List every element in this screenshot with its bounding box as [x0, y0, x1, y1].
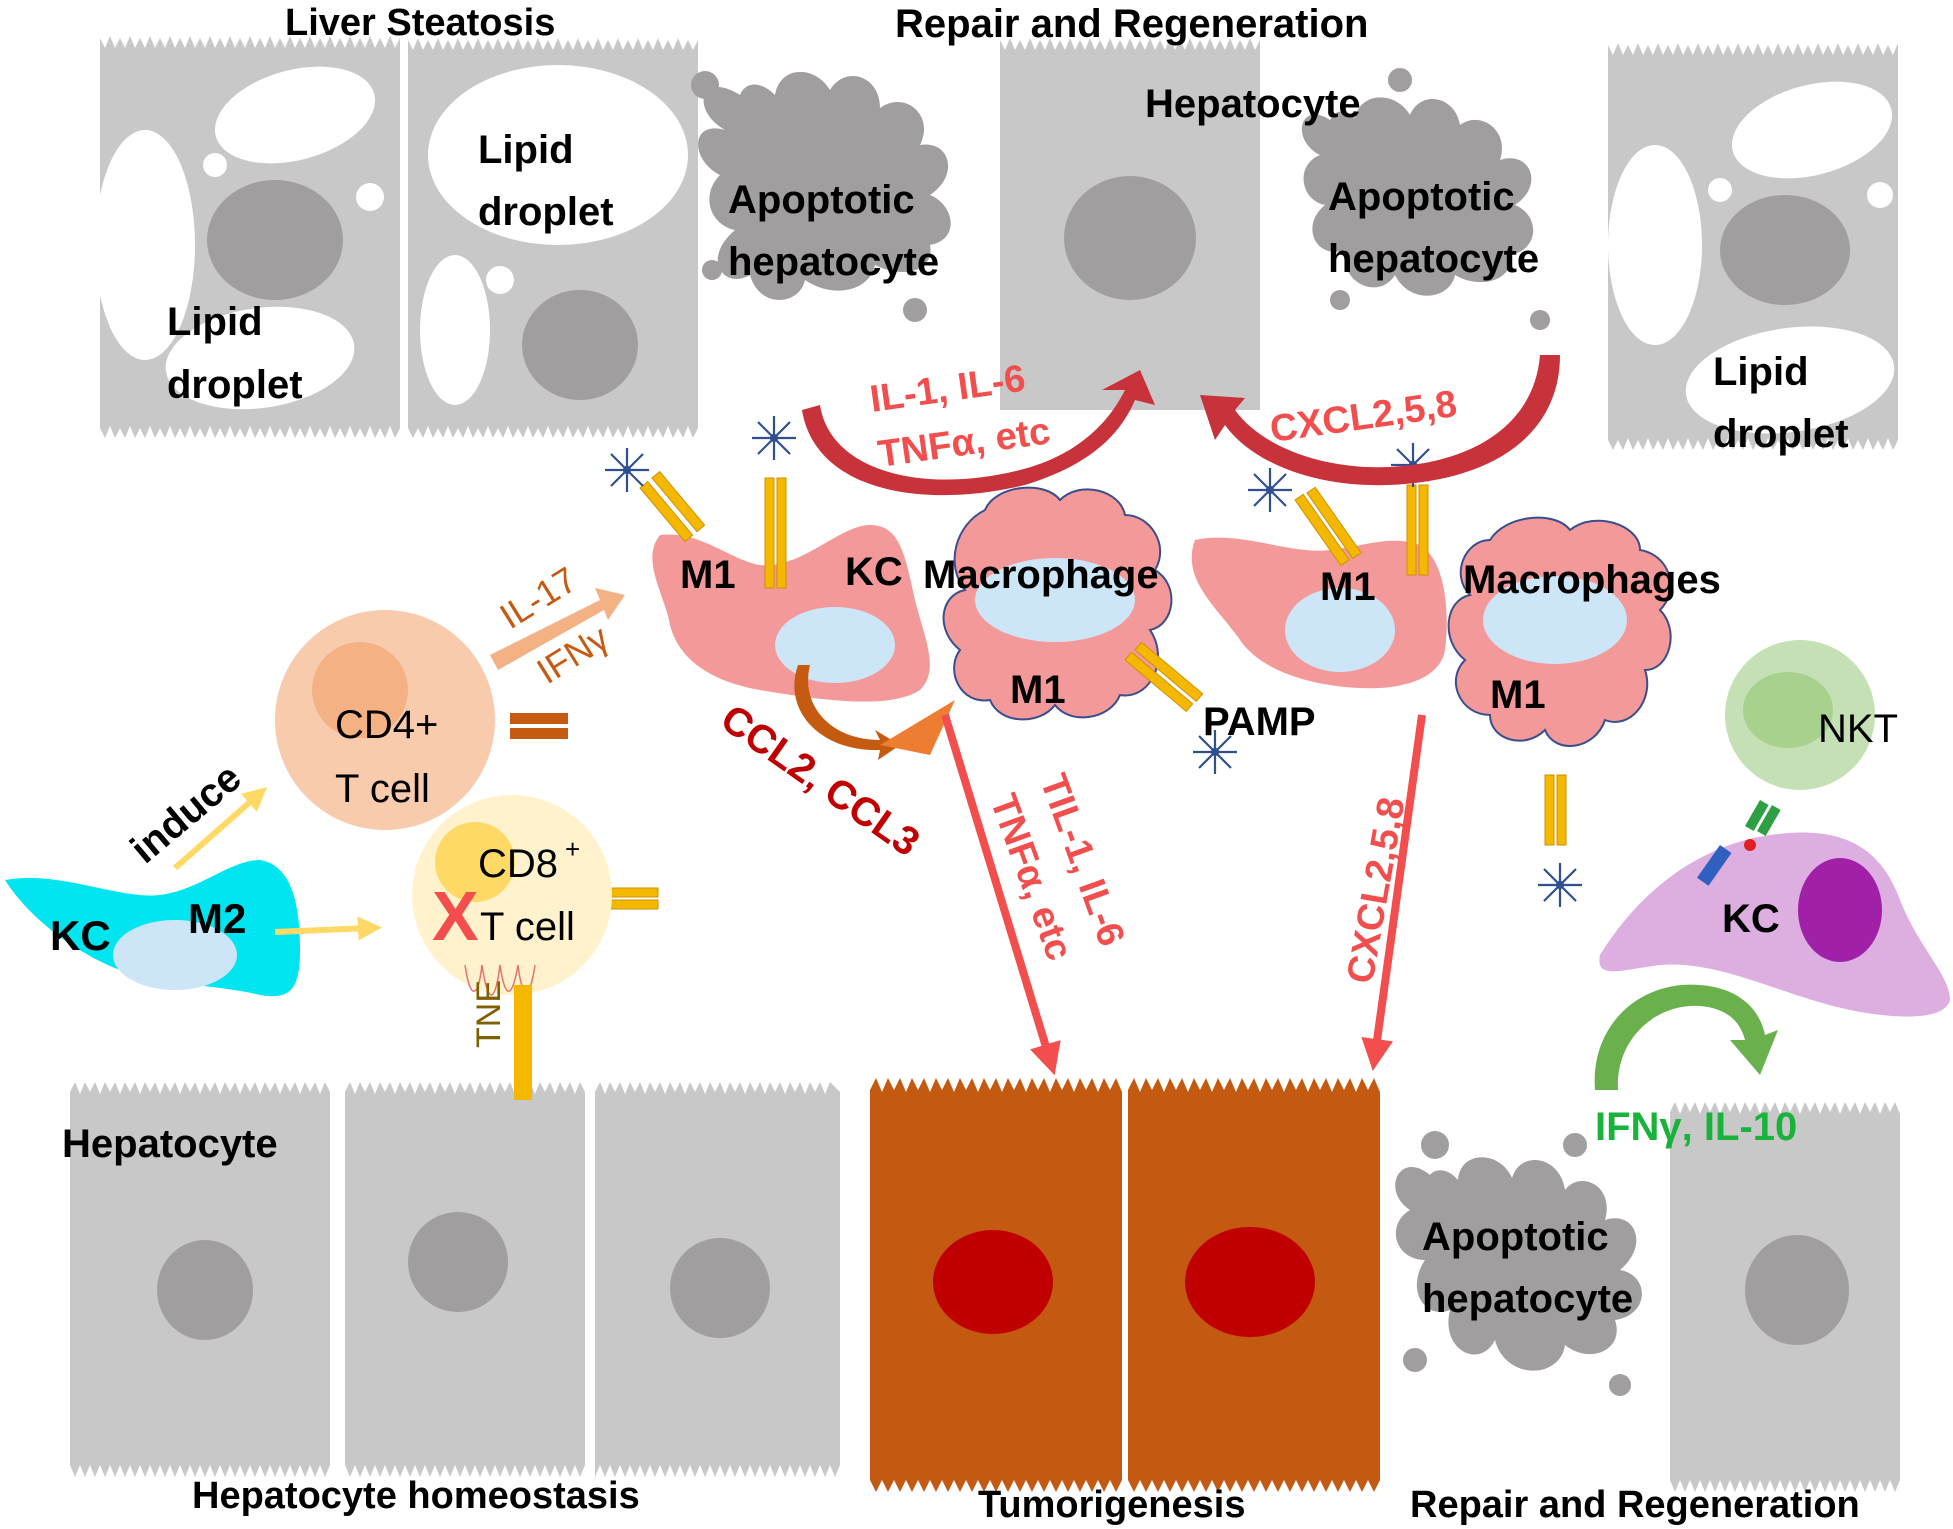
pamp-stars	[605, 416, 1582, 907]
apoptotic-hepatocyte-top-right	[1301, 68, 1550, 330]
label-lipid: Lipid	[1713, 350, 1809, 394]
tne-bar	[514, 985, 532, 1100]
title-repair-top: Repair and Regeneration	[895, 2, 1368, 46]
lipid-droplet	[1685, 326, 1895, 434]
cell-nucleus	[408, 1212, 508, 1312]
label-m1: M1	[1320, 565, 1376, 609]
induce-arrow	[173, 787, 268, 871]
cell-nucleus	[207, 180, 343, 300]
kc-nucleus	[775, 607, 895, 683]
label-lipid: Lipid	[478, 128, 574, 172]
kc-nucleus	[1285, 588, 1395, 672]
receptors	[597, 470, 1567, 910]
label-m1: M1	[1010, 668, 1066, 712]
curved-arrow-il1	[802, 370, 1155, 496]
apoptotic-hepatocyte-bottom	[1395, 1131, 1642, 1396]
m2-cd8-arrow	[274, 916, 382, 941]
ccl-pointer	[880, 700, 955, 755]
mediator-tnfa: TNFα, etc	[875, 410, 1052, 476]
macrophage-nucleus	[1483, 576, 1627, 664]
lipid-droplet	[214, 66, 376, 164]
labels: Liver Steatosis Repair and Regeneration …	[50, 2, 1898, 1526]
lipid-droplet	[486, 266, 514, 294]
lipid-droplet	[1708, 178, 1732, 202]
mediator-cxcl-diag: CXCL2,5,8	[1340, 794, 1414, 986]
lipid-droplet	[1731, 81, 1893, 179]
cell-nucleus	[1064, 176, 1196, 300]
cell-nucleus	[522, 290, 638, 400]
label-cd8-tcell: T cell	[480, 905, 575, 949]
label-apoptotic: Apoptotic	[728, 178, 915, 222]
label-apoptotic: Apoptotic	[1422, 1215, 1609, 1259]
label-cd8-sup: +	[565, 834, 580, 864]
label-pamp: PAMP	[1203, 700, 1316, 744]
label-cd4: CD4+	[335, 703, 438, 747]
label-hepatocyte-top: Hepatocyte	[1145, 82, 1361, 126]
macrophage-nucleus	[975, 558, 1135, 642]
label-kc: KC	[845, 550, 903, 594]
apoptotic-hepatocyte-top-left	[691, 71, 951, 322]
red-arrow-cxcl	[1361, 714, 1426, 1071]
label-droplet: droplet	[167, 363, 303, 407]
mediator-il1: IL-1, IL-6	[867, 358, 1028, 421]
label-kc-m2: KC	[50, 912, 111, 959]
nkt-nucleus	[1743, 672, 1833, 748]
tumor-nucleus	[1185, 1227, 1315, 1337]
cd4-receptor	[510, 713, 568, 739]
lipid-droplet	[420, 255, 490, 405]
label-droplet: droplet	[1713, 412, 1849, 456]
lipid-droplet	[1608, 145, 1702, 345]
label-macrophage: Macrophage	[923, 553, 1159, 597]
red-arrow-til1	[941, 713, 1061, 1076]
kc-purple-nucleus	[1798, 858, 1882, 962]
lipid-droplet	[1867, 182, 1893, 208]
cd8-nucleus	[435, 822, 515, 902]
lipid-droplet	[203, 153, 227, 177]
label-tne: TNE	[470, 980, 508, 1048]
label-apoptotic-hepatocyte: hepatocyte	[728, 240, 939, 284]
label-macrophages: Macrophages	[1463, 558, 1721, 602]
label-cd8: CD8	[478, 842, 558, 886]
label-m1: M1	[680, 553, 736, 597]
lipid-droplet	[428, 65, 688, 245]
lipid-droplet	[95, 130, 195, 360]
label-cd4-tcell: T cell	[335, 767, 430, 811]
title-tumorigenesis: Tumorigenesis	[978, 1484, 1245, 1526]
title-repair-bottom: Repair and Regeneration	[1410, 1484, 1860, 1526]
blocked-x-mark: X	[432, 877, 479, 955]
label-droplet: droplet	[478, 190, 614, 234]
mediator-ifng: IFNγ	[530, 617, 616, 692]
label-hepatocyte-bottom: Hepatocyte	[62, 1122, 278, 1166]
bottom-hepatocyte-row	[70, 1078, 1900, 1492]
mediator-cxcl-top: CXCL2,5,8	[1267, 383, 1459, 451]
nkt-receptor	[1697, 800, 1781, 886]
label-nkt: NKT	[1818, 707, 1898, 751]
cell-nucleus	[1720, 195, 1850, 305]
label-kc-purple: KC	[1722, 897, 1780, 941]
kc-m2-nucleus	[113, 920, 237, 990]
lipid-droplet	[356, 183, 384, 211]
tumor-nucleus	[933, 1230, 1053, 1334]
cell-nucleus	[157, 1240, 253, 1340]
ccl-hook-arrow	[794, 665, 900, 760]
green-curved-arrow	[1594, 984, 1778, 1090]
curved-arrow-cxcl-top	[1200, 355, 1560, 486]
top-hepatocyte-row	[95, 36, 1898, 450]
cell-nucleus	[1745, 1235, 1849, 1345]
lipid-droplet	[165, 306, 355, 410]
title-liver-steatosis: Liver Steatosis	[285, 2, 555, 44]
il17-arrow	[490, 588, 625, 670]
title-homeostasis: Hepatocyte homeostasis	[192, 1475, 640, 1517]
label-apoptotic-hepatocyte: hepatocyte	[1422, 1277, 1633, 1321]
arrows	[173, 355, 1778, 1090]
label-m2: M2	[188, 895, 246, 942]
cell-nucleus	[670, 1238, 770, 1338]
label-lipid: Lipid	[167, 300, 263, 344]
label-apoptotic: Apoptotic	[1328, 175, 1515, 219]
cd4-nucleus	[312, 642, 408, 738]
label-m1: M1	[1490, 673, 1546, 717]
label-apoptotic-hepatocyte: hepatocyte	[1328, 237, 1539, 281]
mediator-ifng-il10: IFNγ, IL-10	[1595, 1105, 1797, 1149]
